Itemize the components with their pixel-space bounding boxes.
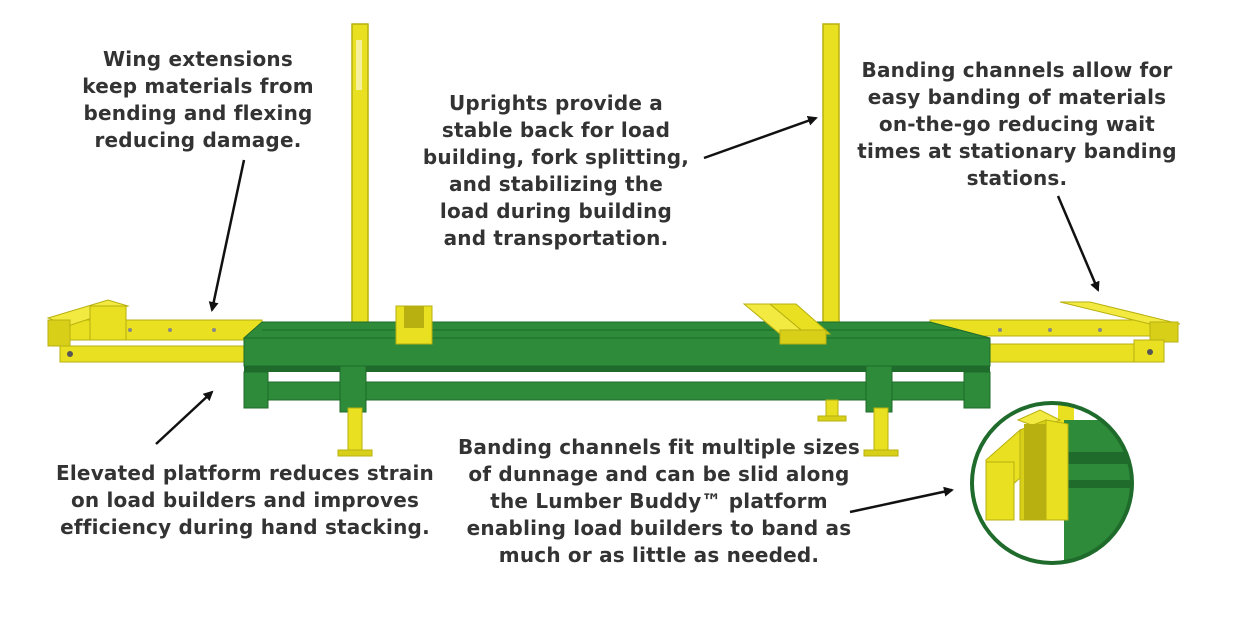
- platform-legs: [337, 399, 899, 457]
- callout-line: load during building: [439, 199, 673, 223]
- arrow-wing: [208, 159, 246, 312]
- arrow-uprights: [703, 115, 818, 160]
- callout-line: Elevated platform reduces strain: [56, 461, 434, 485]
- callout-line: on-the-go reducing wait: [878, 112, 1156, 136]
- callout-line: stable back for load: [441, 118, 671, 142]
- callout-line: stations.: [966, 166, 1068, 190]
- green-platform: [242, 321, 991, 413]
- left-wing-extension: [46, 299, 263, 363]
- callout-line: much or as little as needed.: [498, 543, 820, 567]
- callout-line: enabling load builders to band as: [466, 516, 852, 540]
- callout-banding-channels: Banding channels allow for easy banding …: [850, 57, 1184, 192]
- callout-wing-extensions: Wing extensions keep materials from bend…: [70, 46, 326, 154]
- callout-line: Wing extensions: [103, 47, 293, 71]
- callout-line: easy banding of materials: [867, 85, 1167, 109]
- callout-line: efficiency during hand stacking.: [60, 515, 430, 539]
- callout-line: times at stationary banding: [857, 139, 1177, 163]
- callout-elevated-platform: Elevated platform reduces strain on load…: [40, 460, 450, 541]
- callout-line: bending and flexing: [83, 101, 313, 125]
- callout-line: Banding channels allow for: [861, 58, 1173, 82]
- callout-line: Banding channels fit multiple sizes: [457, 435, 861, 459]
- callout-line: keep materials from: [82, 74, 314, 98]
- arrow-fit: [849, 486, 954, 514]
- callout-line: on load builders and improves: [70, 488, 420, 512]
- arrow-elevated: [155, 390, 214, 445]
- callout-uprights: Uprights provide a stable back for load …: [418, 90, 694, 252]
- banding-channels: [395, 303, 832, 345]
- callout-channel-fit: Banding channels fit multiple sizes of d…: [456, 434, 862, 569]
- callout-line: building, fork splitting,: [422, 145, 690, 169]
- callout-line: of dunnage and can be slid along: [468, 462, 850, 486]
- callout-line: the Lumber Buddy™ platform: [490, 489, 828, 513]
- callout-line: Uprights provide a: [448, 91, 663, 115]
- arrow-banding: [1056, 195, 1100, 292]
- banding-channel-detail-inset: [970, 401, 1134, 565]
- callout-arrows: [155, 115, 1100, 514]
- upright-left: [351, 23, 369, 325]
- upright-right: [822, 23, 840, 325]
- callout-line: and transportation.: [443, 226, 669, 250]
- callout-line: reducing damage.: [94, 128, 302, 152]
- callout-line: and stabilizing the: [448, 172, 664, 196]
